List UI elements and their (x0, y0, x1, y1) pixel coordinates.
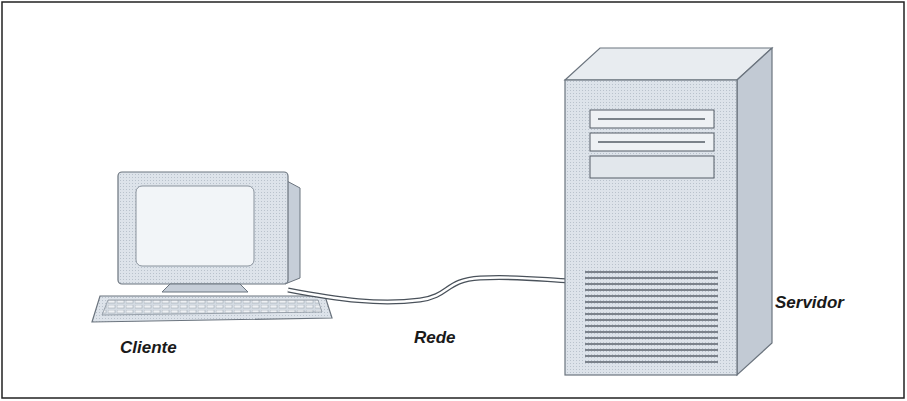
server-tower (565, 48, 772, 375)
client-computer (92, 172, 332, 322)
network-cable (288, 277, 570, 302)
part-label: Cliente (120, 338, 177, 358)
part-label: Rede (414, 328, 456, 348)
part-label: Servidor (775, 293, 844, 313)
